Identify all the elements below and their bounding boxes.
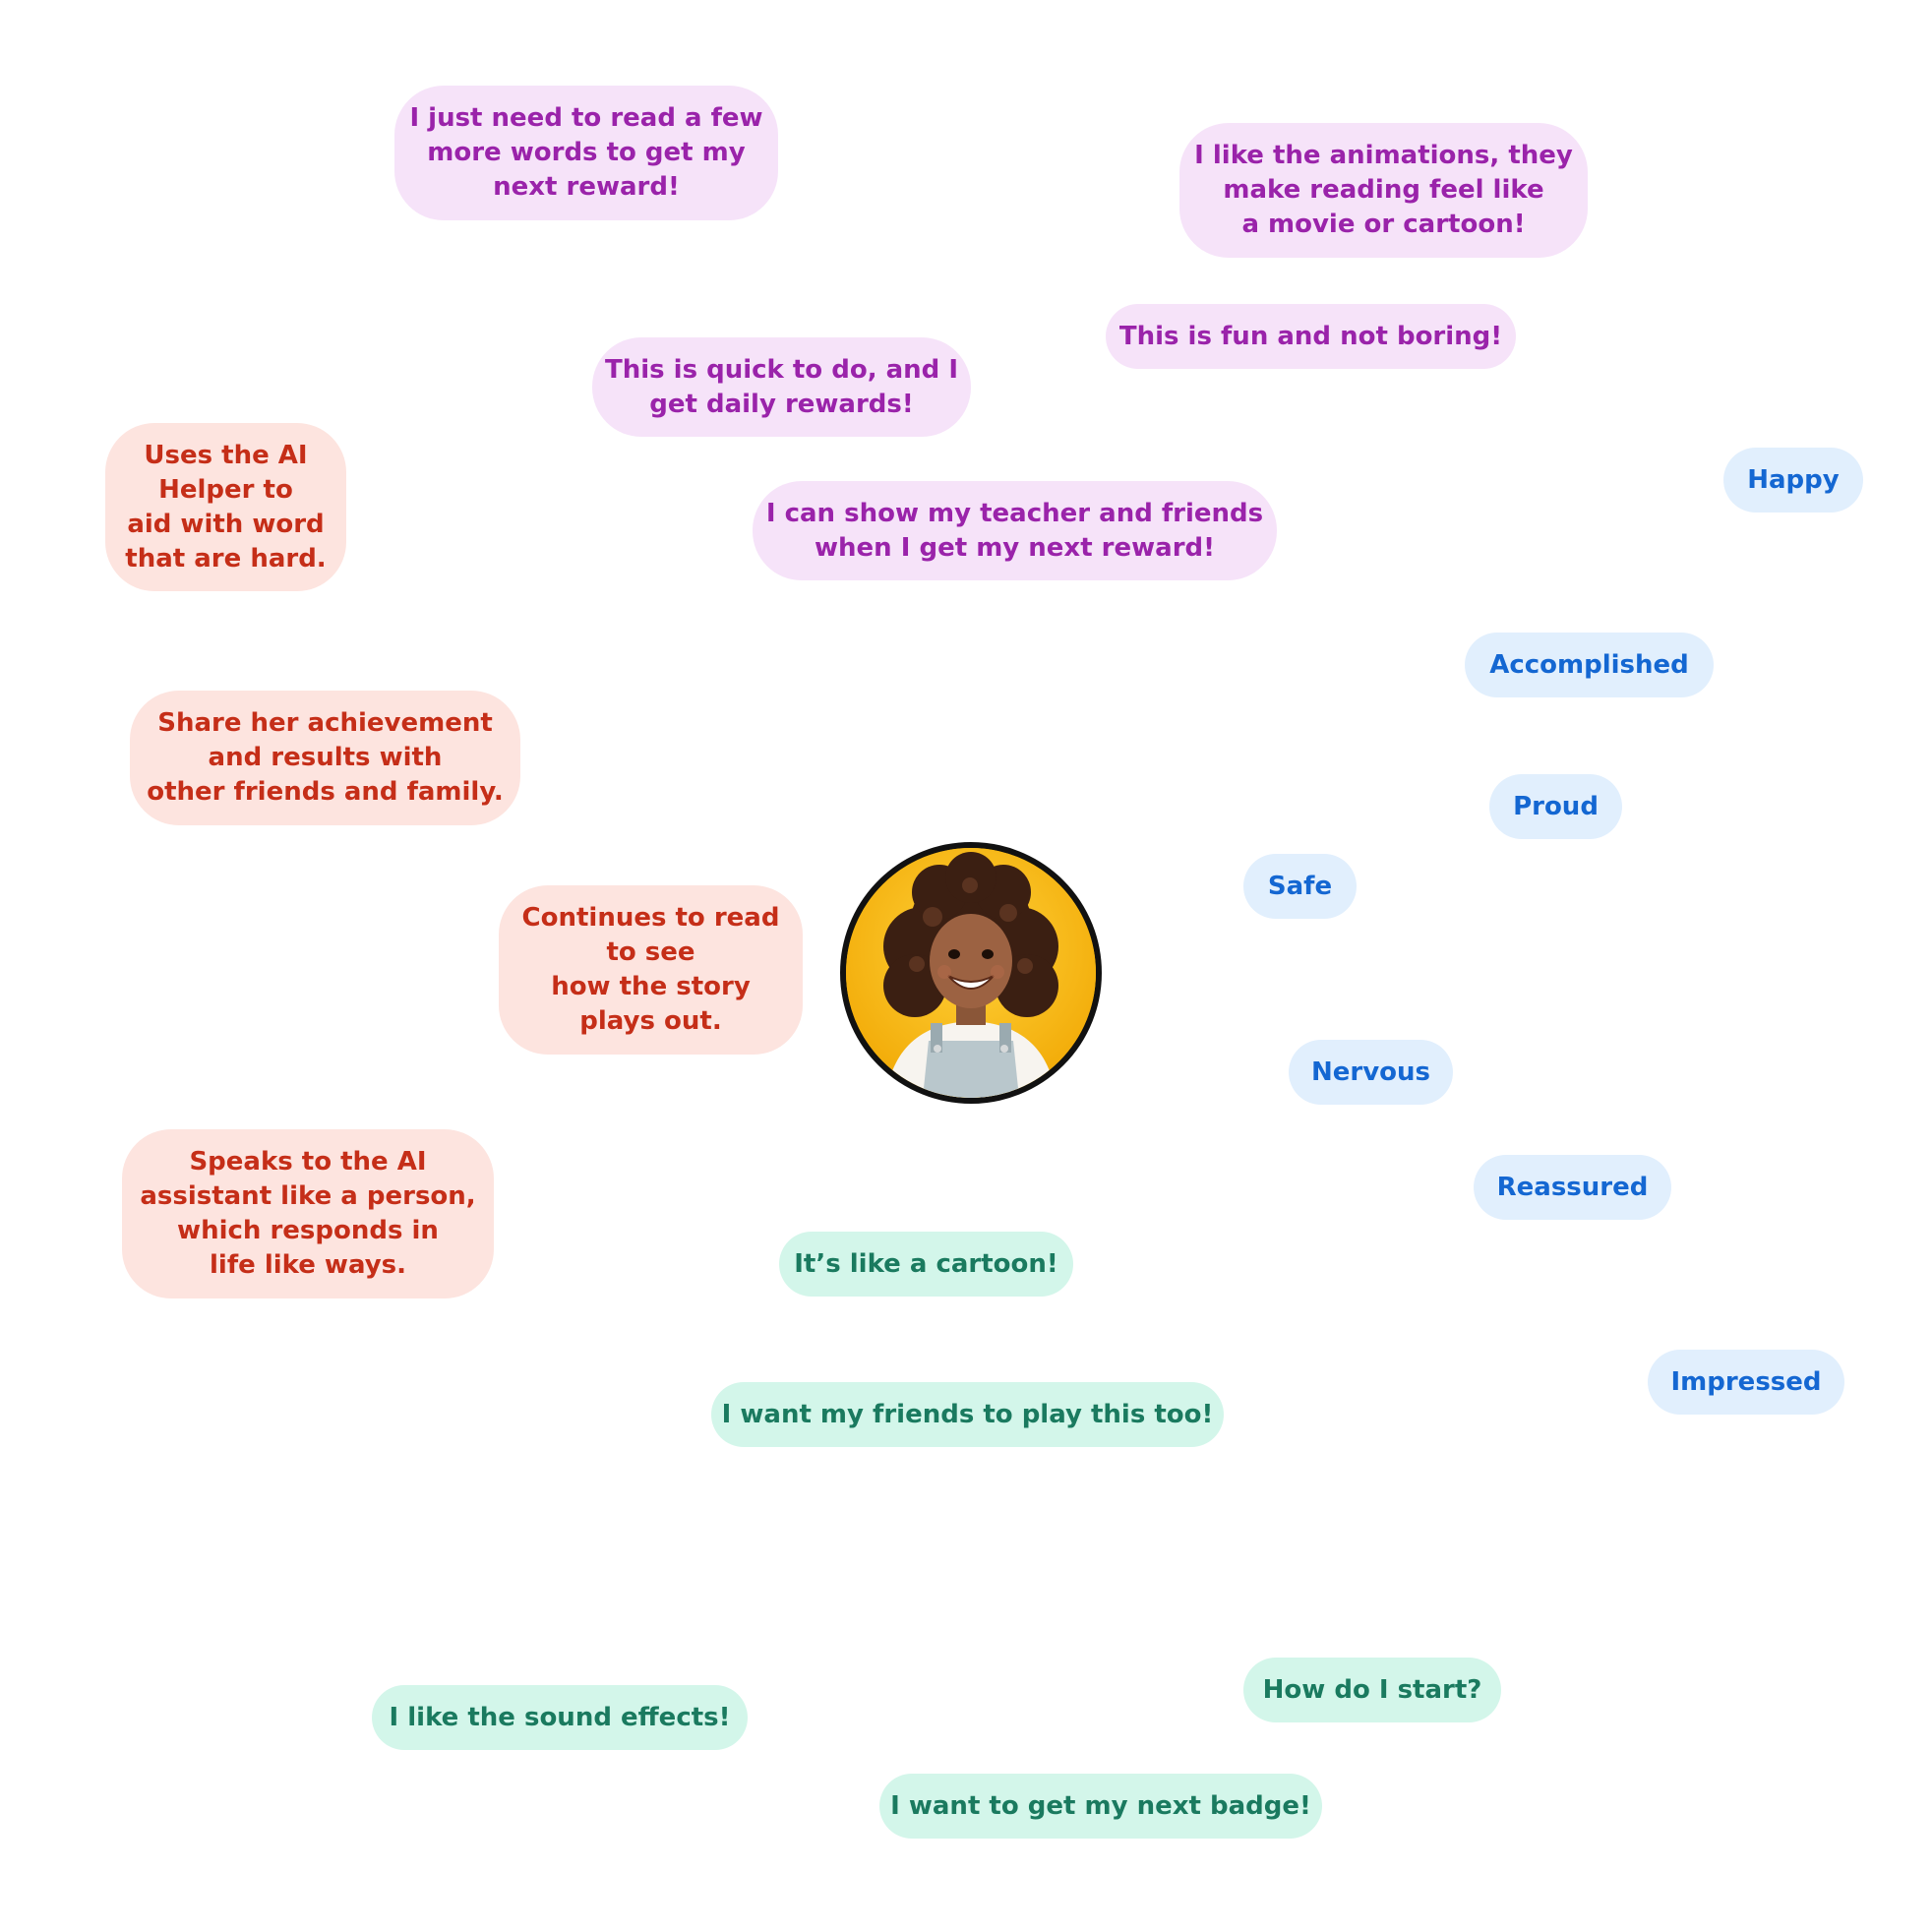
bubble-line: Impressed (1670, 1366, 1822, 1397)
does-bubble-speaks: Speaks to the AI assistant like a person… (122, 1129, 494, 1298)
bubble-line: Safe (1267, 871, 1333, 901)
does-bubble-share: Share her achievement and results with o… (130, 691, 520, 825)
bubble-line: how the story (551, 972, 751, 1001)
feels-pill-proud: Proud (1489, 774, 1622, 839)
thinks-bubble-show-teacher: I can show my teacher and friends when I… (753, 481, 1277, 580)
says-pill-friends-play: I want my friends to play this too! (711, 1382, 1224, 1447)
bubble-line: more words to get my (427, 138, 746, 167)
bubble-line: make reading feel like (1223, 175, 1544, 205)
bubble-line: other friends and family. (147, 777, 504, 807)
bubble-line: I want to get my next badge! (890, 1790, 1311, 1821)
bubble-line: I can show my teacher and friends (765, 498, 1264, 528)
persona-avatar (840, 842, 1102, 1104)
bubble-line: I like the animations, they (1194, 141, 1573, 170)
feels-pill-happy: Happy (1723, 448, 1863, 513)
child-portrait-icon (846, 848, 1096, 1098)
bubble-line: Helper to (158, 474, 293, 505)
thinks-bubble-next-reward: I just need to read a few more words to … (394, 86, 778, 220)
says-pill-cartoon: It’s like a cartoon! (779, 1232, 1073, 1297)
thinks-bubble-fun: This is fun and not boring! (1106, 304, 1516, 369)
says-pill-how-start: How do I start? (1243, 1658, 1501, 1722)
bubble-line: a movie or cartoon! (1241, 210, 1526, 239)
bubble-line: Continues to read (521, 903, 780, 933)
bubble-line: and results with (208, 743, 443, 772)
does-bubble-ai-helper: Uses the AI Helper to aid with word that… (105, 423, 346, 591)
bubble-line: get daily rewards! (649, 389, 914, 419)
bubble-line: plays out. (579, 1006, 722, 1036)
bubble-line: Happy (1747, 464, 1840, 495)
bubble-line: This is fun and not boring! (1118, 321, 1503, 351)
bubble-line: when I get my next reward! (815, 532, 1215, 563)
bubble-line: This is quick to do, and I (604, 354, 959, 385)
bubble-line: to see (606, 937, 695, 967)
says-pill-sound-effects: I like the sound effects! (372, 1685, 748, 1750)
thinks-bubble-quick: This is quick to do, and I get daily rew… (592, 337, 971, 437)
bubble-line: that are hard. (125, 543, 327, 574)
bubble-line: which responds in (177, 1216, 439, 1245)
bubble-line: Accomplished (1489, 649, 1689, 680)
feels-pill-accomplished: Accomplished (1465, 633, 1714, 697)
bubble-line: life like ways. (210, 1250, 406, 1280)
bubble-line: next reward! (493, 172, 680, 202)
bubble-line: assistant like a person, (140, 1181, 476, 1211)
bubble-line: It’s like a cartoon! (794, 1248, 1058, 1279)
bubble-line: Proud (1513, 791, 1599, 821)
bubble-line: I just need to read a few (409, 103, 763, 133)
bubble-line: Share her achievement (157, 708, 493, 738)
bubble-line: Reassured (1496, 1172, 1649, 1202)
bubble-line: Uses the AI (144, 440, 308, 470)
bubble-line: aid with word (127, 509, 325, 539)
says-pill-next-badge: I want to get my next badge! (879, 1774, 1322, 1839)
feels-pill-impressed: Impressed (1648, 1350, 1844, 1415)
feels-pill-safe: Safe (1243, 854, 1357, 919)
bubble-line: I like the sound effects! (389, 1702, 731, 1732)
feels-pill-nervous: Nervous (1289, 1040, 1453, 1105)
feels-pill-reassured: Reassured (1474, 1155, 1671, 1220)
thinks-bubble-animations: I like the animations, they make reading… (1179, 123, 1588, 258)
bubble-line: How do I start? (1262, 1674, 1482, 1705)
does-bubble-continues: Continues to read to see how the story p… (499, 885, 803, 1055)
bubble-line: Speaks to the AI (189, 1147, 427, 1177)
bubble-line: Nervous (1310, 1057, 1430, 1087)
bubble-line: I want my friends to play this too! (721, 1399, 1214, 1429)
